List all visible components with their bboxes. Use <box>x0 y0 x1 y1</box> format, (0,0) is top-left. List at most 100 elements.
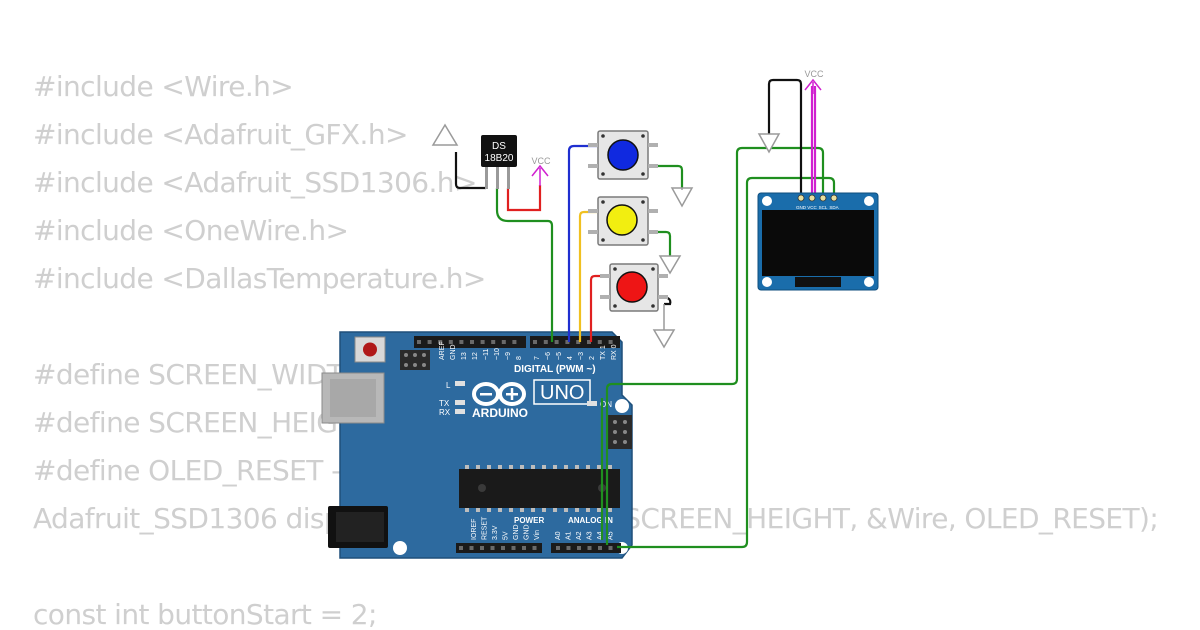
chip-pin <box>586 465 590 469</box>
header-hole[interactable] <box>576 340 581 344</box>
chip-pin <box>498 508 502 512</box>
header-hole[interactable] <box>480 546 484 550</box>
header-hole[interactable] <box>501 340 506 344</box>
button-cap-blue[interactable] <box>607 139 639 171</box>
power-header <box>456 543 542 553</box>
oled-pin-label: SDA <box>829 205 838 210</box>
push-button-red[interactable] <box>600 263 668 312</box>
oled-pin[interactable] <box>808 194 816 202</box>
digital-pin-label: RX 0 <box>611 344 618 360</box>
icsp2-header <box>608 415 632 449</box>
header-hole[interactable] <box>587 546 592 550</box>
digital-pin-label: TX 1 <box>600 345 607 360</box>
header-hole[interactable] <box>490 546 495 550</box>
header-hole[interactable] <box>491 340 496 344</box>
code-line: #include <Wire.h> <box>33 70 294 103</box>
header-hole[interactable] <box>533 340 537 344</box>
header-hole[interactable] <box>480 340 485 344</box>
push-button-blue[interactable] <box>588 130 658 180</box>
chip-pin <box>509 508 513 512</box>
header-hole[interactable] <box>597 340 602 344</box>
digital-pin-label: 4 <box>567 356 574 360</box>
atmega-chip <box>459 469 620 508</box>
oled-pin[interactable] <box>830 194 838 202</box>
wire-blue-button <box>567 144 597 342</box>
header-hole[interactable] <box>608 546 613 550</box>
power-pin-label: IOREF <box>471 519 478 540</box>
icsp-header <box>400 350 430 370</box>
digital-pin-label: 12 <box>472 352 479 360</box>
chip-pin <box>498 465 502 469</box>
header-hole[interactable] <box>448 340 453 344</box>
header-hole[interactable] <box>417 340 421 344</box>
power-pin-label: 5V <box>503 531 510 540</box>
chip-pin <box>465 508 469 512</box>
chip-pin <box>487 465 491 469</box>
chip-pin <box>542 465 546 469</box>
oled-screen <box>762 210 874 276</box>
code-line: const int buttonStart = 2; <box>33 598 377 630</box>
oled-pin-label: GND <box>796 205 807 210</box>
chip-pin <box>608 508 612 512</box>
header-hole[interactable] <box>577 546 581 550</box>
analog-header <box>551 543 621 553</box>
header-hole[interactable] <box>427 340 432 344</box>
power-pin-label: GND <box>513 524 520 540</box>
ds18b20-sensor[interactable]: DS 18B20 <box>481 135 517 189</box>
analog-pin-label: A0 <box>555 531 562 540</box>
arduino-logo: ARDUINO <box>472 382 528 420</box>
header-hole[interactable] <box>556 546 560 550</box>
header-hole[interactable] <box>459 340 464 344</box>
wire-sensor-gnd <box>454 152 486 190</box>
sensor-vcc-label: VCC <box>531 156 551 166</box>
chip-pin <box>465 465 469 469</box>
header-hole[interactable] <box>554 340 559 344</box>
code-line: #include <OneWire.h> <box>33 214 349 247</box>
wire-oled-scl <box>605 146 825 545</box>
sensor-line2: 18B20 <box>485 153 514 164</box>
chip-pin <box>586 508 590 512</box>
header-hole[interactable] <box>587 340 591 344</box>
header-hole[interactable] <box>543 340 548 344</box>
led-rx-label: RX <box>439 408 451 417</box>
chip-pin <box>509 465 513 469</box>
wire-sensor-vcc <box>506 185 542 212</box>
header-hole[interactable] <box>512 340 517 344</box>
oled-pin[interactable] <box>797 194 805 202</box>
header-hole[interactable] <box>522 546 526 550</box>
oled-pin[interactable] <box>819 194 827 202</box>
digital-pin-label: ~5 <box>556 352 563 360</box>
power-pin-label: RESET <box>482 516 489 540</box>
header-hole[interactable] <box>501 546 505 550</box>
header-hole[interactable] <box>608 340 613 344</box>
uno-badge <box>533 379 591 405</box>
usb-connector <box>321 372 385 424</box>
button-cap-yellow[interactable] <box>606 204 638 236</box>
header-hole[interactable] <box>565 340 570 344</box>
code-line: #include <Adafruit_GFX.h> <box>33 118 408 151</box>
header-hole[interactable] <box>438 340 443 344</box>
digital-label: DIGITAL (PWM ~) <box>514 364 596 375</box>
ground-symbol <box>652 304 676 349</box>
push-button-yellow[interactable] <box>588 196 658 246</box>
header-hole[interactable] <box>511 546 516 550</box>
chip-pin <box>531 465 535 469</box>
header-hole[interactable] <box>469 546 474 550</box>
button-cap-red[interactable] <box>616 271 648 303</box>
chip-pin <box>542 508 546 512</box>
digital-pin-label: ~3 <box>578 352 585 360</box>
header-hole[interactable] <box>459 546 463 550</box>
power-pin-label: Vin <box>534 530 541 540</box>
header-hole[interactable] <box>598 546 602 550</box>
header-hole[interactable] <box>566 546 571 550</box>
analog-pin-label: A1 <box>566 531 573 540</box>
header-hole[interactable] <box>470 340 474 344</box>
reset-button[interactable] <box>354 336 386 363</box>
header-hole[interactable] <box>532 546 537 550</box>
digital-pin-label: ~6 <box>545 352 552 360</box>
arduino-logo-text: ARDUINO <box>472 406 528 420</box>
mounting-hole <box>615 399 629 413</box>
